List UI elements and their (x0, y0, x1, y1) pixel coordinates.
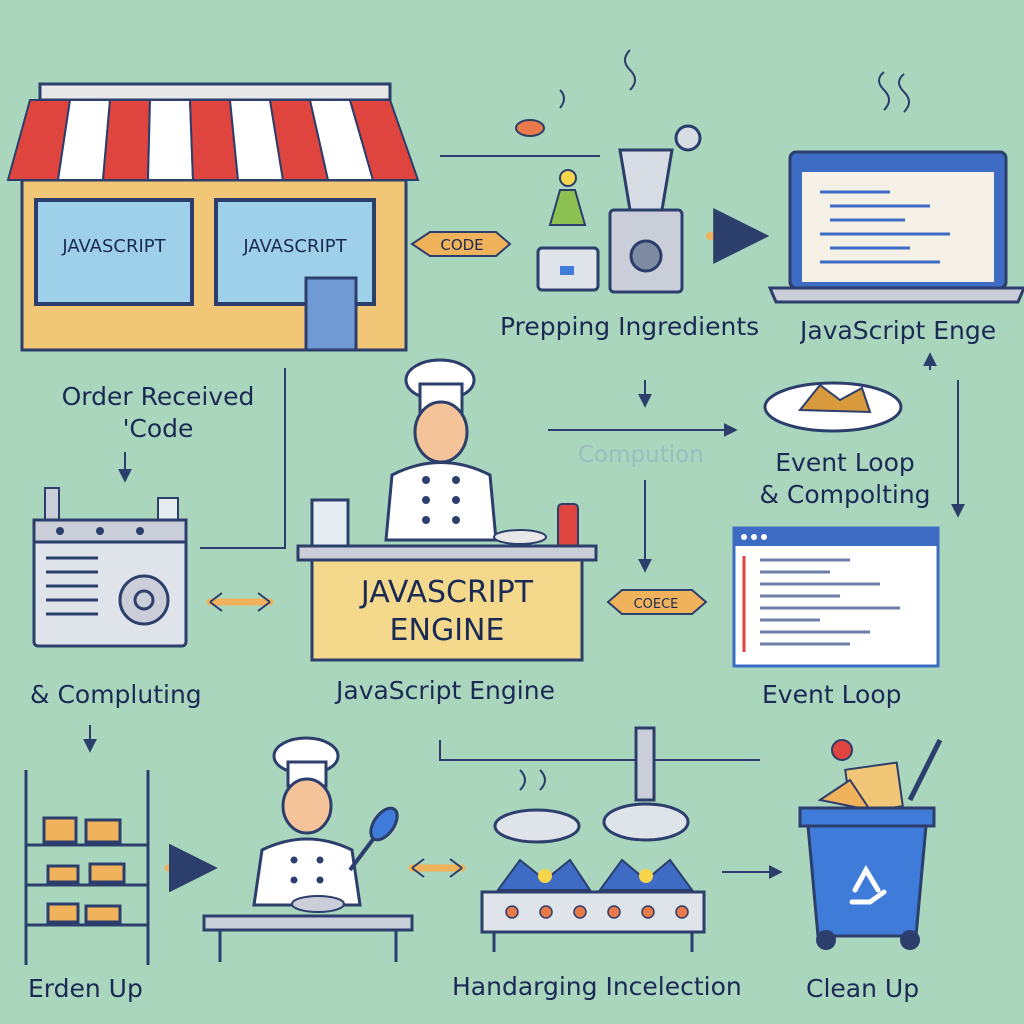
store-window-left (34, 198, 194, 306)
counter-sign: JAVASCRIPT ENGINE (310, 558, 584, 662)
store-window-right-text: JAVASCRIPT (242, 236, 347, 257)
label-erden-up: Erden Up (28, 974, 143, 1003)
label-clean-up: Clean Up (806, 974, 920, 1003)
label-event-loop: Event Loop (762, 680, 902, 709)
coece-arrow-tag-text: COECE (634, 597, 679, 612)
awning (6, 99, 420, 181)
storefront: JAVASCRIPT JAVASCRIPT (6, 82, 420, 352)
recycle-icon (849, 864, 887, 905)
label-js-engine-top: JavaScript Enge (800, 316, 997, 345)
stove (439, 726, 760, 952)
arrow-oven-engine-heads (209, 592, 271, 612)
laptop (767, 71, 1024, 304)
label-compluting: & Compluting (30, 680, 202, 709)
connector-lines (118, 352, 965, 573)
label-order-line2: 'Code (122, 414, 194, 443)
label-js-engine-bottom: JavaScript Engine (336, 676, 555, 705)
chef-bottom (202, 736, 414, 962)
label-event-loop-line1: Event Loop (775, 448, 915, 477)
code-window (732, 526, 940, 668)
store-door (304, 276, 358, 352)
store-window-left-text: JAVASCRIPT (61, 236, 166, 257)
arrow-chef-stove-heads (411, 858, 463, 878)
shelf (24, 770, 150, 965)
label-prepping: Prepping Ingredients (500, 312, 760, 341)
code-arrow-tag-text: CODE (440, 236, 483, 254)
label-order-line1: Order Received (61, 382, 255, 411)
chef-center (296, 358, 598, 562)
recycle-bin (798, 738, 943, 950)
dish-plate (763, 381, 903, 433)
oven (32, 487, 188, 648)
coece-arrow-tag: COECE (606, 589, 708, 615)
code-arrow-tag: CODE (410, 231, 512, 257)
label-event-loop-line2: & Compolting (759, 480, 931, 509)
label-handarging: Handarging Incelection (452, 972, 742, 1001)
counter-sign-line2: ENGINE (390, 613, 505, 648)
label-faded-middle: Compution (578, 442, 704, 468)
prep-station (440, 49, 702, 294)
counter-sign-line1: JAVASCRIPT (359, 575, 534, 610)
